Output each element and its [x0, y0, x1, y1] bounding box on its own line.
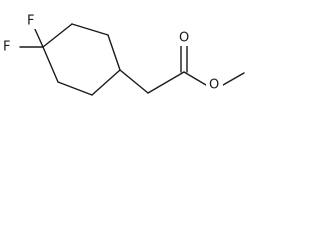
atom-f-upper: F	[26, 13, 40, 29]
ring-bond-c2-c3	[71, 23, 109, 36]
atom-label-o-ester: O	[209, 78, 219, 93]
ring-bond-c6-c1	[42, 46, 59, 83]
atom-o-carbonyl: O	[176, 30, 192, 46]
atom-f-left: F	[1, 39, 16, 55]
bond-c-f-upper	[33, 26, 44, 48]
ring-bond-c3-c4	[107, 34, 121, 71]
atom-label-f2: F	[3, 40, 10, 55]
bond-ch2-carbonyl-c	[147, 71, 185, 94]
atom-label-f1: F	[27, 14, 34, 29]
bond-c-o-ester	[183, 71, 207, 86]
ring-bond-c4-c5	[91, 69, 121, 96]
atom-o-ester: O	[206, 77, 223, 93]
ring-bond-c5-c6	[57, 81, 93, 96]
ring-bond-c1-c2	[42, 23, 73, 48]
atom-label-o-carbonyl: O	[179, 31, 189, 46]
molecule-structure: F F O O	[1, 13, 245, 96]
bond-ring-ch2	[119, 69, 149, 94]
cyclohexane-ring	[42, 23, 121, 96]
bond-o-methyl	[222, 72, 245, 86]
